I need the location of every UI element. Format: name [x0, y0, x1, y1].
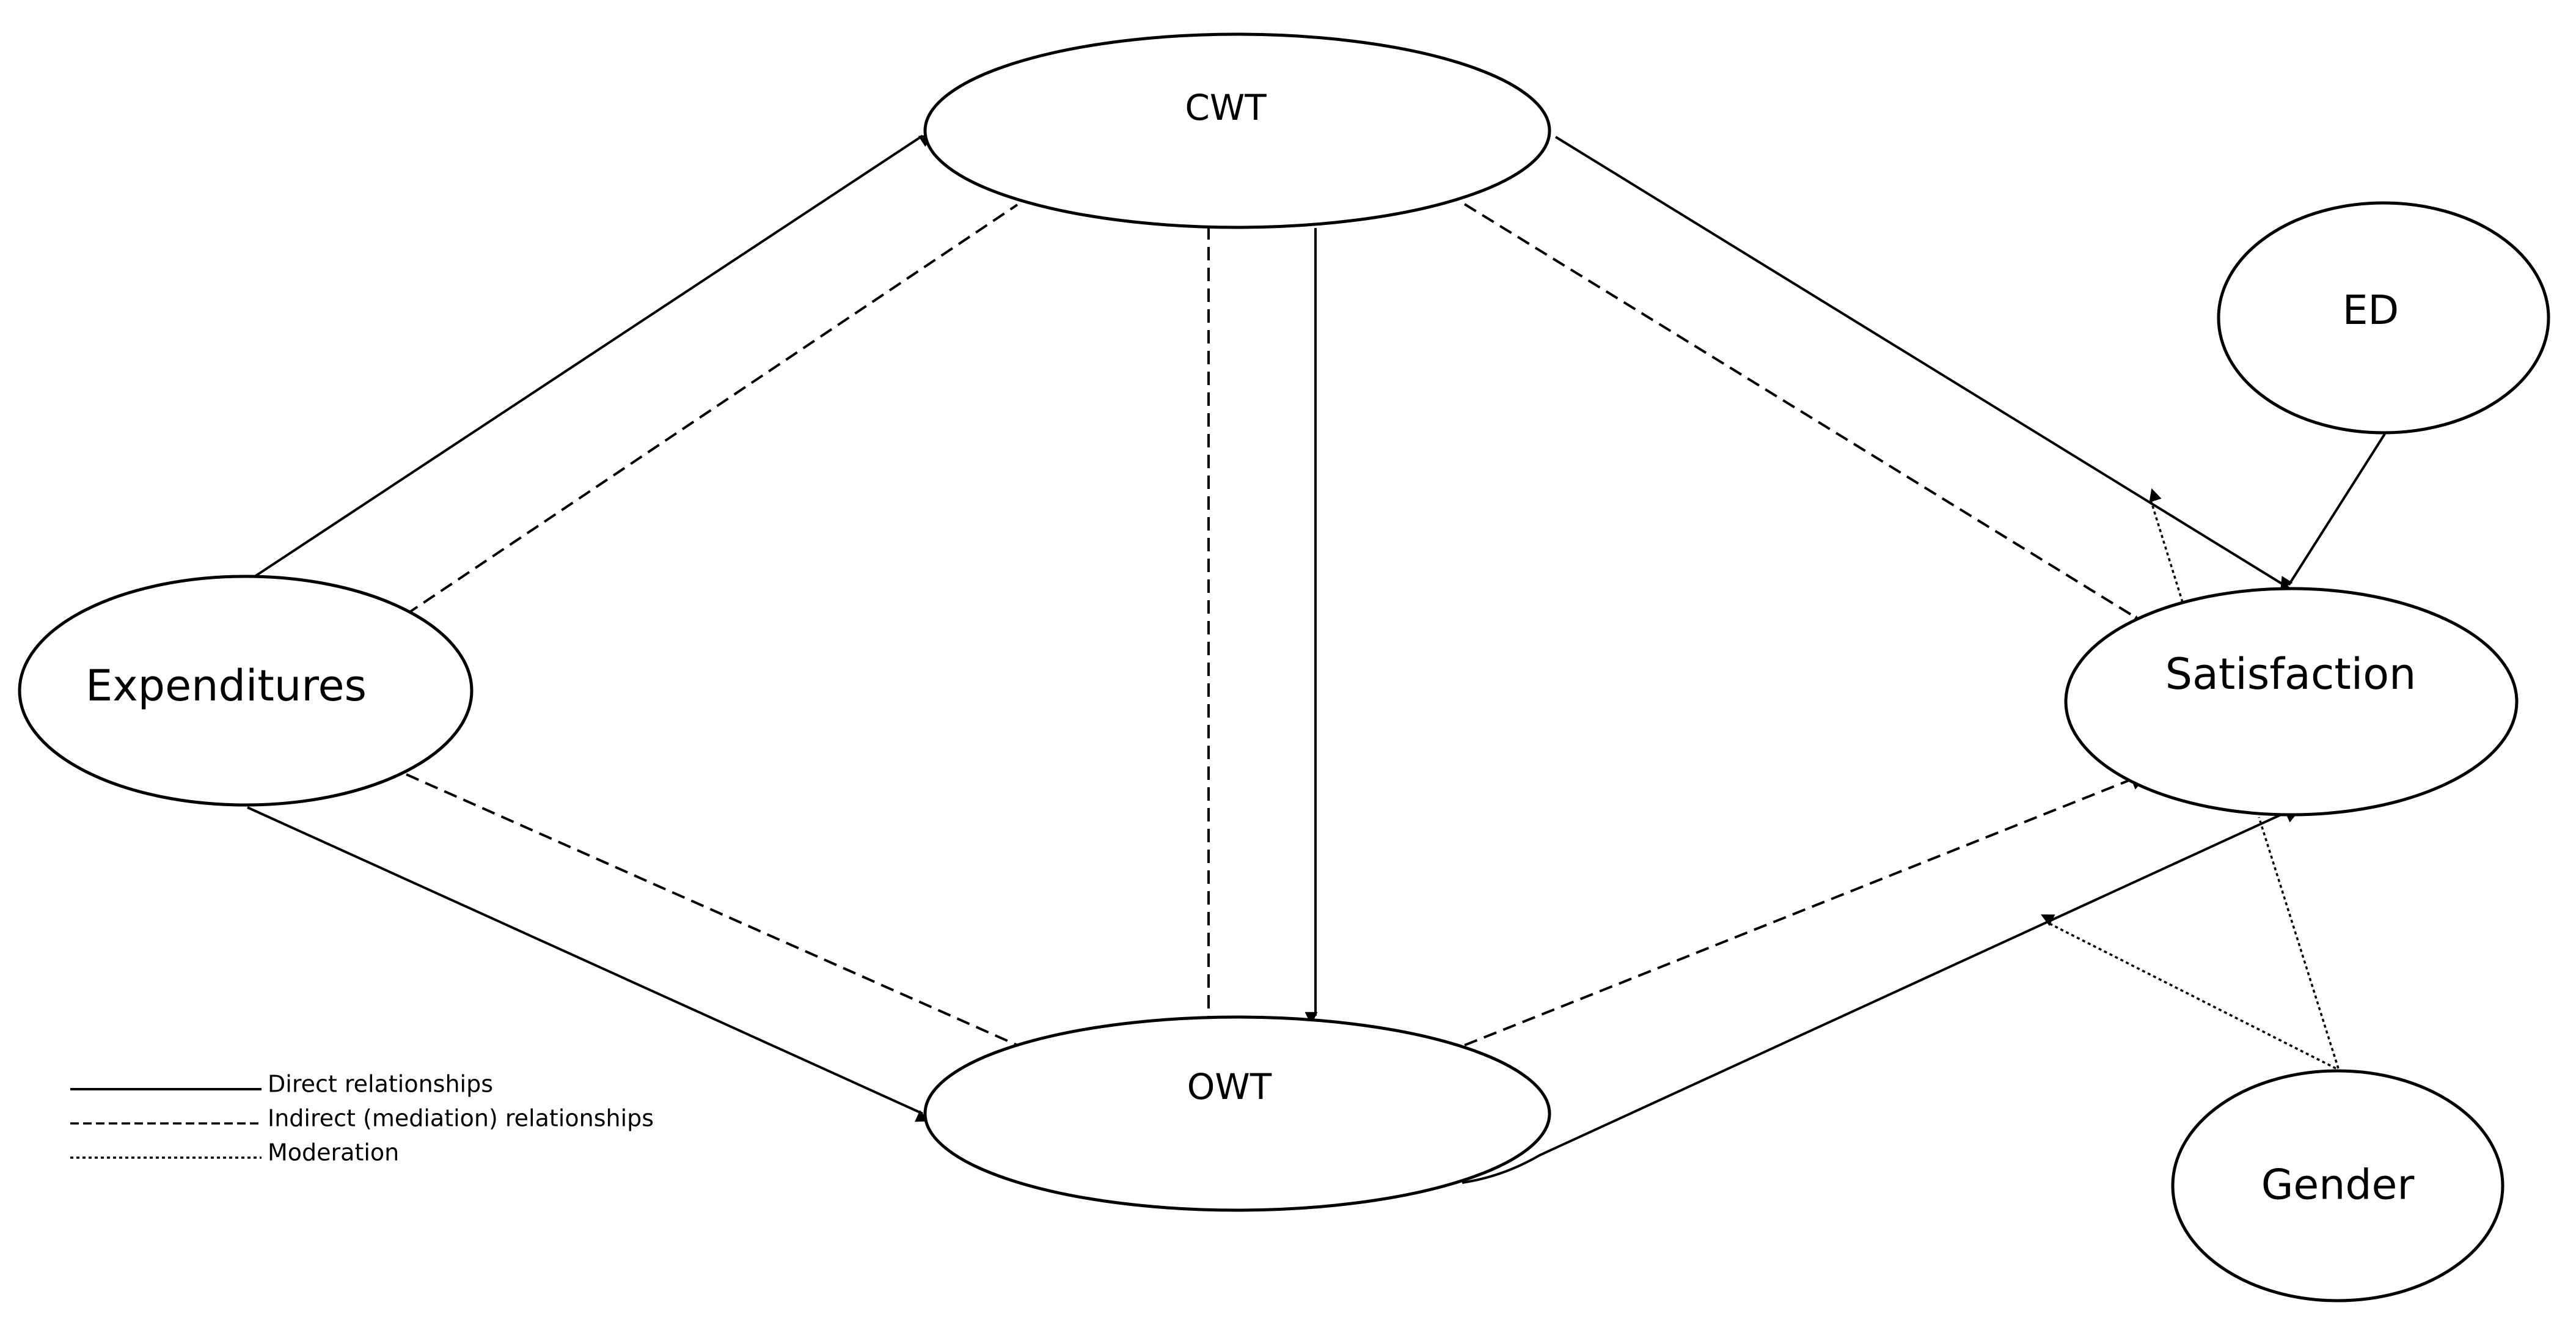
node-gender: Gender [2171, 1069, 2505, 1302]
node-satisfaction: Satisfaction [2064, 587, 2519, 817]
node-satisfaction-label: Satisfaction [2165, 649, 2417, 699]
node-gender-label: Gender [2261, 1161, 2415, 1210]
node-ed: ED [2217, 201, 2550, 435]
node-cwt-label: CWT [1185, 87, 1267, 128]
edge-gender-moderates-owt-path [2041, 914, 2336, 1070]
edge-owt-to-satisfaction-mediation [1464, 777, 2145, 1046]
node-expenditures: Expenditures [18, 575, 474, 807]
edge-owt-to-satisfaction [1462, 810, 2299, 1184]
node-ed-label: ED [2343, 287, 2399, 334]
edge-expenditures-to-cwt [246, 134, 933, 582]
node-owt: OWT [923, 1015, 1551, 1212]
legend: Direct relationships Indirect (mediation… [70, 1071, 654, 1166]
node-satisfaction-ellipse [2064, 587, 2519, 817]
node-cwt-ellipse [923, 32, 1551, 229]
node-gender-ellipse [2171, 1069, 2505, 1302]
node-expenditures-label: Expenditures [86, 661, 367, 711]
edge-gender-to-satisfaction-dotted [2258, 817, 2340, 1069]
legend-direct-label: Direct relationships [268, 1071, 493, 1098]
legend-indirect-label: Indirect (mediation) relationships [268, 1105, 654, 1132]
edge-expenditures-cwt-mediation [405, 204, 1019, 615]
edge-cwt-to-satisfaction [1554, 136, 2294, 597]
node-owt-label: OWT [1187, 1066, 1272, 1108]
legend-moderation-label: Moderation [268, 1139, 399, 1166]
edge-expenditures-owt-mediation [406, 773, 1018, 1046]
node-owt-ellipse [923, 1015, 1551, 1212]
node-cwt: CWT [923, 32, 1551, 229]
node-ed-ellipse [2217, 201, 2550, 435]
edge-cwt-to-satisfaction-mediation [1463, 203, 2144, 628]
edge-ed-to-satisfaction [2280, 433, 2386, 590]
edge-expenditures-to-owt [247, 806, 929, 1122]
node-expenditures-ellipse [18, 575, 474, 807]
